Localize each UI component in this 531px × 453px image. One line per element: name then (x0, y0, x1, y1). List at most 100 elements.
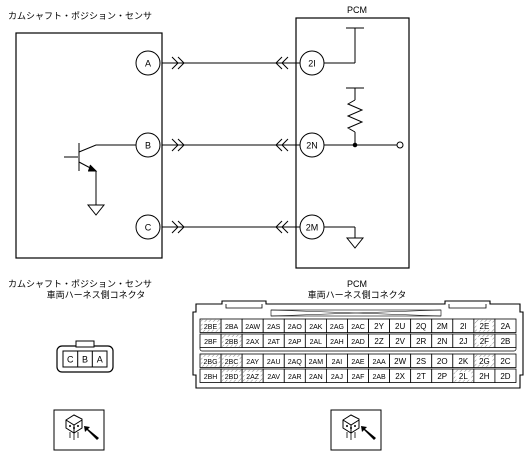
pcm-connector-pin-label: 2AR (288, 374, 302, 381)
pcm-connector-pin-label: 2AL (310, 339, 323, 346)
sensor-title: カムシャフト・ポジション・センサ (8, 11, 152, 22)
pcm-connector-pin-label: 2R (416, 337, 426, 346)
pcm-connector-pin-label: 2BF (204, 339, 217, 346)
pcm-connector-pin-label: 2A (501, 322, 511, 331)
ground-icon (86, 204, 106, 216)
wire-c (162, 220, 302, 234)
pcm-connector-pin-label: 2B (501, 337, 511, 346)
pcm-connector-pin-label: 2P (437, 372, 447, 381)
ground-icon (345, 237, 365, 249)
pcm-connector-pin-label: 2AP (288, 339, 302, 346)
pcm-connector-pin-label: 2H (479, 372, 489, 381)
pcm-connector-pin-label: 2AN (309, 374, 323, 381)
pcm-connector-cell-inner (476, 336, 493, 345)
pcm-connector-pin-label: 2AB (372, 374, 386, 381)
pcm-connector-pin-label: 2AQ (288, 359, 303, 366)
pcm-connector-cell-inner (202, 321, 219, 330)
pcm-pin-2i: 2I (299, 50, 325, 76)
pcm-connector-cell-inner (223, 371, 240, 380)
pcm-connector-pin-label: 2V (395, 337, 405, 346)
pcm-connector-cell-inner (476, 356, 493, 365)
pcm-connector-pin-label: 2T (417, 372, 426, 381)
pcm-connector-pin-label: 2Y (374, 322, 384, 331)
sensor-pin-c: C (135, 214, 161, 240)
view-direction-icon (53, 409, 105, 451)
sensor-pin-b: B (135, 132, 161, 158)
pcm-connector-pin-label: 2L (459, 372, 468, 381)
pcm-connector-pin-label: 2G (479, 357, 490, 366)
pcm-connector-cell-inner (202, 356, 219, 365)
pcm-connector-pin-label: 2J (459, 337, 467, 346)
pcm-connector-pin-label: 2AK (309, 324, 323, 331)
pcm-connector-pin-label: 2I (460, 322, 467, 331)
pcm-connector-pin-label: 2C (500, 357, 510, 366)
svg-text:C: C (145, 223, 152, 233)
svg-text:B: B (145, 141, 151, 151)
pcm-connector-pin-label: 2AW (245, 324, 260, 331)
pcm-connector-pin-label: 2BD (225, 374, 239, 381)
pcm-connector-pin-label: 2F (480, 337, 489, 346)
pcm-connector-pin-label: 2AC (351, 324, 365, 331)
pcm-ground-circuit (324, 226, 356, 238)
svg-text:2I: 2I (308, 59, 316, 69)
pcm-connector-cell-inner (244, 371, 261, 380)
pcm-connector-pin-label: 2AX (246, 339, 260, 346)
pcm-connector-pin-label: 2AE (351, 359, 365, 366)
pcm-connector-pin-label: 2AI (332, 359, 343, 366)
pcm-connector-pin-label: 2BE (204, 324, 218, 331)
pcm-connector-pin-label: 2AT (268, 339, 281, 346)
pcm-connector-pin-label: 2AJ (331, 374, 343, 381)
pcm-connector-cell-inner (476, 321, 493, 330)
pcm-connector-pin-label: 2S (416, 357, 426, 366)
pcm-connector-cell-inner (223, 356, 240, 365)
pcm-pin-2m: 2M (299, 214, 325, 240)
pcm-connector-pin-label: 2BC (225, 359, 239, 366)
pcm-connector-cell-inner (455, 371, 472, 380)
pcm-connector-pin-label: 2AZ (246, 374, 260, 381)
pcm-connector-cell (494, 353, 517, 368)
pcm-connector-pin-label: 2K (458, 357, 468, 366)
sensor-pin-a: A (135, 50, 161, 76)
pcm-connector-title: PCM (347, 279, 367, 289)
svg-text:A: A (145, 59, 151, 69)
pcm-connector-pin-label: 2BH (204, 374, 218, 381)
pcm-connector-pin-label: 2AA (372, 359, 386, 366)
pcm-connector-cell (494, 333, 517, 348)
pcm-connector-pin-label: 2AM (309, 359, 324, 366)
wire-a (162, 56, 302, 70)
pcm-connector-pin-label: 2AG (330, 324, 344, 331)
pcm-connector-pin-label: 2AV (267, 374, 280, 381)
pcm-connector-pin-label: 2AH (330, 339, 344, 346)
transistor-symbol (64, 143, 136, 205)
pcm-connector-pin-label: 2BB (225, 339, 239, 346)
pcm-connector-cell-inner (223, 336, 240, 345)
pcm-connector-pin-label: 2N (437, 337, 447, 346)
pcm-connector-pin-label: 2AY (246, 359, 259, 366)
pcm-connector-pin-label: 2AF (352, 374, 365, 381)
sensor-connector-pin-b: B (82, 355, 88, 365)
wire-b (162, 138, 302, 152)
view-direction-icon (330, 409, 382, 451)
pcm-title: PCM (347, 5, 367, 15)
sensor-connector-subtitle: 車両ハーネス側コネクタ (47, 289, 146, 301)
pcm-connector-pin-label: 2BA (225, 324, 239, 331)
sensor-connector-pin-a: A (97, 355, 103, 365)
sensor-harness-connector: C B A (56, 340, 114, 373)
pcm-pin-2n: 2N (299, 132, 325, 158)
pcm-connector-pin-label: 2E (480, 322, 490, 331)
svg-text:2N: 2N (306, 141, 318, 151)
pcm-connector-cell (494, 368, 517, 383)
pcm-signal-circuit (324, 141, 404, 149)
pcm-connector-pin-label: 2U (395, 322, 405, 331)
pcm-connector-pin-label: 2AU (267, 359, 281, 366)
sensor-connector-pin-c: C (67, 355, 74, 365)
pcm-connector-subtitle: 車両ハーネス側コネクタ (308, 289, 407, 301)
pcm-connector-pin-label: 2M (437, 322, 448, 331)
svg-text:2M: 2M (306, 223, 319, 233)
pcm-connector-pin-label: 2W (394, 357, 406, 366)
sensor-connector-title: カムシャフト・ポジション・センサ (8, 279, 152, 290)
pcm-supply-circuit (324, 27, 364, 64)
pcm-connector-pin-label: 2D (500, 372, 510, 381)
